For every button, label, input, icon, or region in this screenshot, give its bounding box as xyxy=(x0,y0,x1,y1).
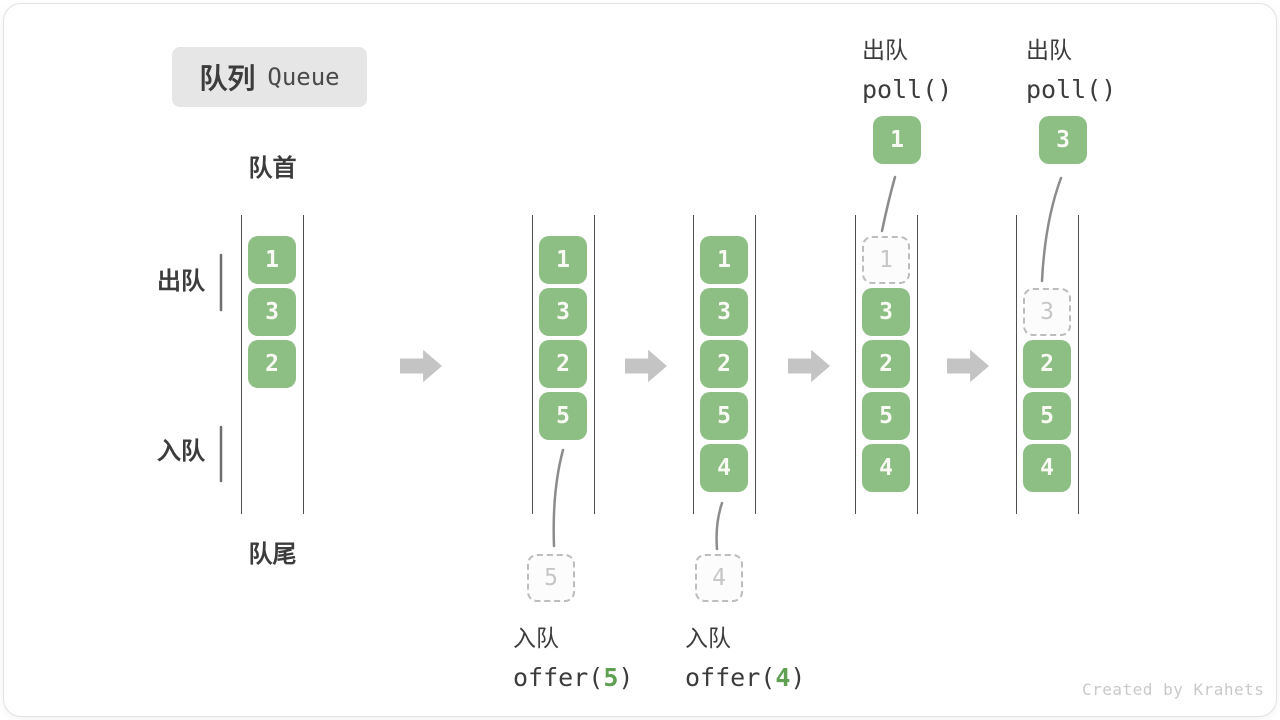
queue-cell: 3 xyxy=(539,288,587,336)
op-arg: 5 xyxy=(603,663,619,692)
queue-cell: 3 xyxy=(700,288,748,336)
dequeue-op-label: 出队 poll() xyxy=(862,31,952,104)
op-label-code: poll() xyxy=(862,75,953,104)
queue-cell: 4 xyxy=(1023,444,1071,492)
queue-cell: 4 xyxy=(700,444,748,492)
queue-column xyxy=(693,215,756,514)
enqueue-op-label: 入队 offer(5) xyxy=(513,619,633,692)
op-label-zh: 出队 xyxy=(1026,38,1072,64)
queue-cell: 2 xyxy=(700,340,748,388)
enqueue-op-label: 入队 offer(4) xyxy=(685,619,805,692)
op-label-code: poll() xyxy=(1026,75,1117,104)
op-label-code: offer(5) xyxy=(513,663,634,692)
queue-cell: 2 xyxy=(248,340,296,388)
front-label: 队首 xyxy=(248,154,297,182)
dequeue-op-label: 出队 poll() xyxy=(1026,31,1116,104)
flow-arrow-icon xyxy=(625,349,667,383)
queue-column xyxy=(855,215,918,514)
queue-cell: 2 xyxy=(1023,340,1071,388)
queue-cell: 3 xyxy=(248,288,296,336)
flow-arrow-icon xyxy=(400,349,442,383)
queue-cell: 5 xyxy=(539,392,587,440)
queue-column xyxy=(532,215,595,514)
queue-cell: 5 xyxy=(1023,392,1071,440)
queue-cell: 2 xyxy=(862,340,910,388)
flow-arrow-icon xyxy=(788,349,830,383)
queue-cell: 1 xyxy=(248,236,296,284)
flow-arrow-icon xyxy=(947,349,989,383)
op-arg: 4 xyxy=(775,663,791,692)
op-label-zh: 入队 xyxy=(685,626,731,652)
watermark: Created by Krahets xyxy=(1082,680,1265,699)
queue-cell: 1 xyxy=(539,236,587,284)
popped-cell: 1 xyxy=(873,116,921,164)
queue-column xyxy=(1016,215,1079,514)
pending-cell: 4 xyxy=(695,554,743,602)
rear-label: 队尾 xyxy=(248,540,297,568)
queue-cell: 3 xyxy=(862,288,910,336)
op-label-code: offer(4) xyxy=(685,663,806,692)
title-en: Queue xyxy=(267,63,340,91)
queue-cell: 4 xyxy=(862,444,910,492)
title-zh: 队列 xyxy=(199,62,256,95)
ghost-cell: 1 xyxy=(862,236,910,284)
ghost-cell: 3 xyxy=(1023,288,1071,336)
dequeue-label: 出队 xyxy=(157,267,205,295)
queue-column xyxy=(241,215,304,514)
popped-cell: 3 xyxy=(1039,116,1087,164)
queue-cell: 5 xyxy=(862,392,910,440)
title-badge: 队列 Queue xyxy=(172,47,367,107)
queue-cell: 1 xyxy=(700,236,748,284)
queue-cell: 5 xyxy=(700,392,748,440)
enqueue-label: 入队 xyxy=(157,437,205,465)
op-label-zh: 出队 xyxy=(862,38,908,64)
op-label-zh: 入队 xyxy=(513,626,559,652)
queue-cell: 2 xyxy=(539,340,587,388)
pending-cell: 5 xyxy=(527,554,575,602)
